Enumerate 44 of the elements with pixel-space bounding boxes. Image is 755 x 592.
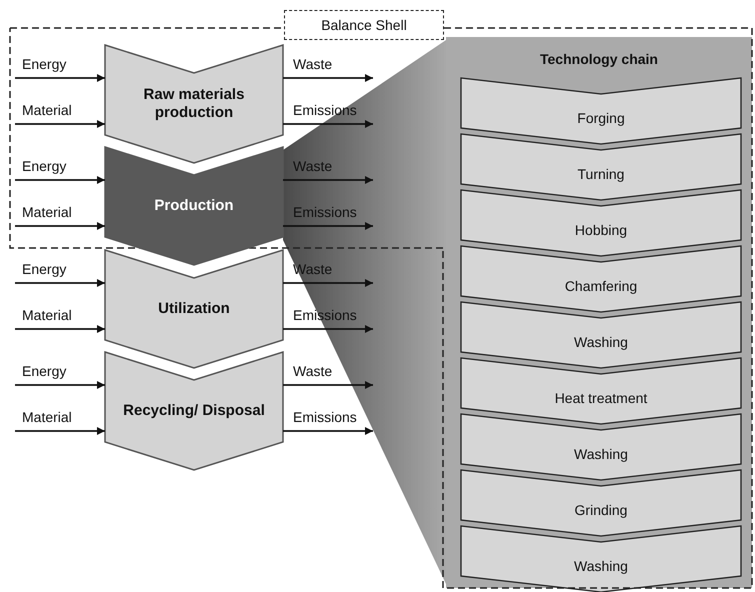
step-label: Turning: [576, 166, 626, 182]
edge-label: Energy: [22, 158, 66, 174]
step-label: Hobbing: [574, 222, 628, 238]
edge-label: Material: [22, 102, 72, 118]
edge-label: Energy: [22, 363, 66, 379]
panel-title: Technology chain: [539, 51, 659, 67]
step-label: Grinding: [574, 502, 628, 518]
arrow: [283, 222, 373, 230]
arrow: [15, 120, 105, 128]
arrow: [283, 381, 373, 389]
step-label: Washing: [573, 558, 629, 574]
edge-label: Material: [22, 409, 72, 425]
edge-label: Waste: [293, 56, 332, 72]
arrow: [15, 381, 105, 389]
arrow: [15, 279, 105, 287]
phase-label: Production: [153, 196, 235, 216]
arrow: [15, 222, 105, 230]
step-label: Chamfering: [564, 278, 638, 294]
phase-label: Raw materials production: [142, 85, 246, 123]
edge-label: Material: [22, 204, 72, 220]
edge-label: Material: [22, 307, 72, 323]
step-label: Heat treatment: [554, 390, 648, 406]
arrow: [283, 176, 373, 184]
phase-label: Utilization: [157, 299, 231, 319]
arrow: [283, 325, 373, 333]
shell-label: Balance Shell: [284, 10, 444, 40]
arrow: [283, 74, 373, 82]
step-label: Forging: [576, 110, 626, 126]
arrow: [15, 427, 105, 435]
arrow: [15, 74, 105, 82]
arrow: [283, 279, 373, 287]
edge-label: Waste: [293, 158, 332, 174]
arrow: [283, 120, 373, 128]
edge-label: Energy: [22, 56, 66, 72]
arrow: [15, 325, 105, 333]
step-label: Washing: [573, 334, 629, 350]
edge-label: Energy: [22, 261, 66, 277]
step-label: Washing: [573, 446, 629, 462]
edge-label: Emissions: [293, 409, 357, 425]
arrow: [15, 176, 105, 184]
arrow: [283, 427, 373, 435]
phase-label: Recycling/ Disposal: [122, 401, 266, 421]
edge-label: Waste: [293, 363, 332, 379]
edge-label: Emissions: [293, 204, 357, 220]
